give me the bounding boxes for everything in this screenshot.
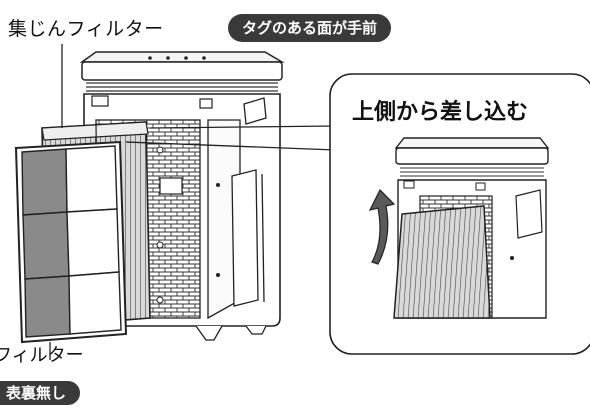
up-arrow-icon (368, 188, 396, 265)
front-filter-graphic (14, 140, 128, 344)
callout-box (329, 73, 590, 355)
front-filter-label: フィルター (0, 345, 84, 366)
reversible-badge: 表裏無し (0, 381, 81, 405)
tag-side-badge: タグのある面が手前 (228, 14, 392, 42)
callout-title: 上側から差し込む (352, 100, 529, 125)
dust-filter-label: 集じんフィルター (8, 18, 164, 40)
leader-lines (49, 44, 337, 360)
